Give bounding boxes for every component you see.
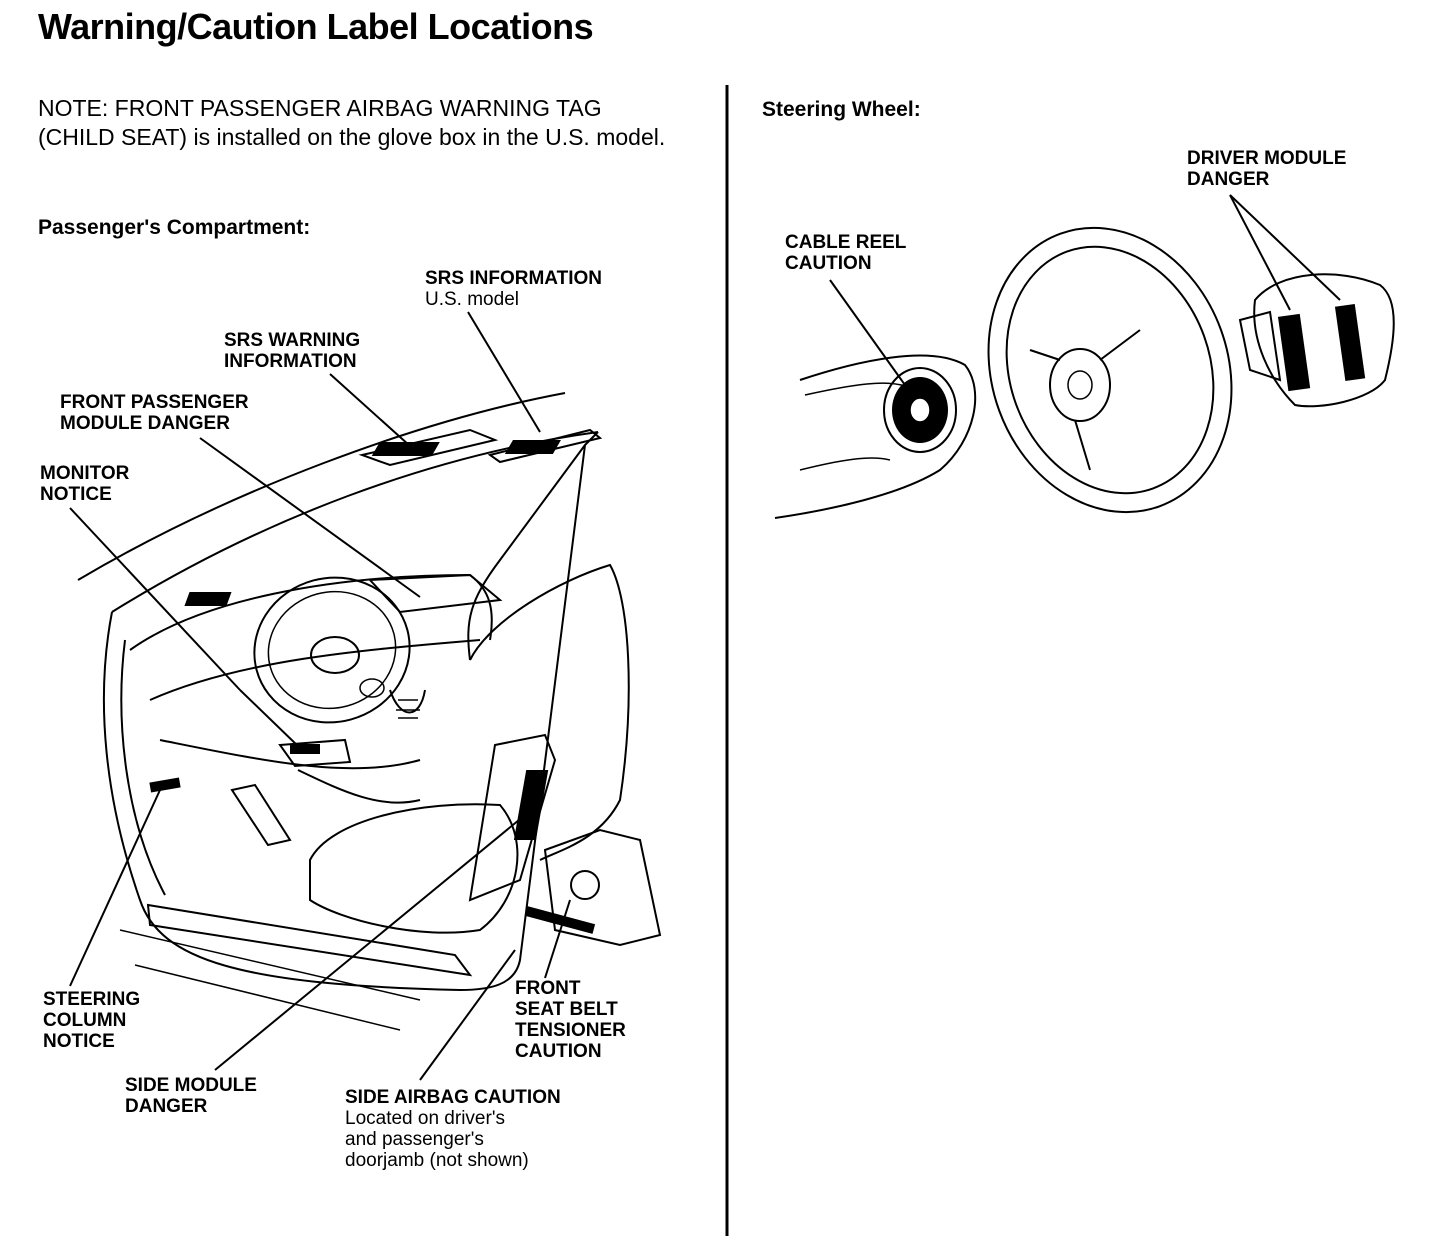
cable-reel-housing (774, 354, 977, 519)
roof-line-outer (77, 392, 566, 581)
leader-side-module (214, 814, 526, 1071)
seat-belt-tensioner (543, 828, 662, 947)
label-side-module-danger: SIDE MODULE DANGER (125, 1075, 257, 1117)
driver-module-tag-1 (1277, 313, 1311, 392)
leader-seat-belt (544, 899, 571, 979)
a-pillar (467, 444, 586, 661)
steering-wheel-heading: Steering Wheel: (762, 98, 921, 121)
door-opening-front (102, 611, 461, 991)
label-srs-warning-information: SRS WARNING INFORMATION (224, 330, 361, 372)
sun-visor-right (487, 428, 603, 464)
page-title: Warning/Caution Label Locations (38, 6, 594, 47)
label-steering-column-notice: STEERING COLUMN NOTICE (43, 989, 141, 1052)
steering-wheel-rim-inner (1005, 245, 1215, 495)
side-module-tag (513, 770, 549, 840)
leader-srs-warning (329, 373, 411, 447)
door-frame-rear (459, 431, 599, 991)
leader-steering-column (69, 789, 161, 987)
steering-wheel-illustration (774, 194, 1395, 519)
steering-wheel-spokes (1029, 329, 1141, 471)
passenger-dash-panel (367, 573, 503, 614)
label-monitor-notice: MONITOR NOTICE (40, 463, 130, 505)
driver-module (1253, 273, 1395, 408)
seat-side-bolster (468, 733, 557, 902)
leader-side-airbag (419, 949, 516, 1081)
leader-monitor (69, 507, 241, 691)
front-passenger-module-tag (184, 592, 232, 606)
seat-back (469, 563, 630, 861)
monitor-notice-tag (149, 777, 181, 793)
steering-hub (310, 636, 360, 674)
label-srs-information: SRS INFORMATION U.S. model (425, 268, 602, 310)
label-cable-reel-caution: CABLE REEL CAUTION (785, 232, 907, 274)
cable-reel-ring (883, 367, 957, 453)
note-text: NOTE: FRONT PASSENGER AIRBAG WARNING TAG… (38, 95, 666, 150)
sun-visor-left (358, 428, 499, 467)
leader-driver-module-1 (1229, 194, 1291, 311)
seat-belt-tensioner-tag (524, 906, 596, 934)
seat-cushion (309, 803, 519, 934)
leader-cable-reel (829, 279, 906, 386)
dashboard-mid (149, 639, 481, 701)
label-front-seat-belt-tensioner-caution: FRONT SEAT BELT TENSIONER CAUTION (515, 978, 626, 1062)
passenger-compartment-illustration (69, 311, 662, 1081)
label-driver-module-danger: DRIVER MODULE DANGER (1187, 148, 1347, 190)
steering-wheel-rim-outer (987, 226, 1233, 514)
label-front-passenger-module-danger: FRONT PASSENGER MODULE DANGER (60, 392, 249, 434)
leader-front-passenger (199, 437, 421, 598)
shifter (389, 689, 426, 714)
door-opening-inner (120, 639, 166, 896)
steering-wheel-outline (253, 576, 411, 724)
door-sill (146, 903, 473, 977)
steering-column-panel (278, 738, 352, 768)
srs-warning-tag (371, 442, 440, 456)
leader-driver-module-2 (1229, 194, 1341, 301)
srs-information-tag (504, 440, 561, 454)
steering-wheel-hub (1049, 348, 1111, 422)
driver-module-tag-2 (1334, 303, 1366, 382)
leader-srs-information (467, 311, 541, 433)
steering-column-notice-tag (290, 744, 320, 754)
dashboard-top (129, 573, 493, 651)
passenger-compartment-heading: Passenger's Compartment: (38, 216, 311, 239)
label-side-airbag-caution: SIDE AIRBAG CAUTION Located on driver's … (345, 1087, 561, 1171)
